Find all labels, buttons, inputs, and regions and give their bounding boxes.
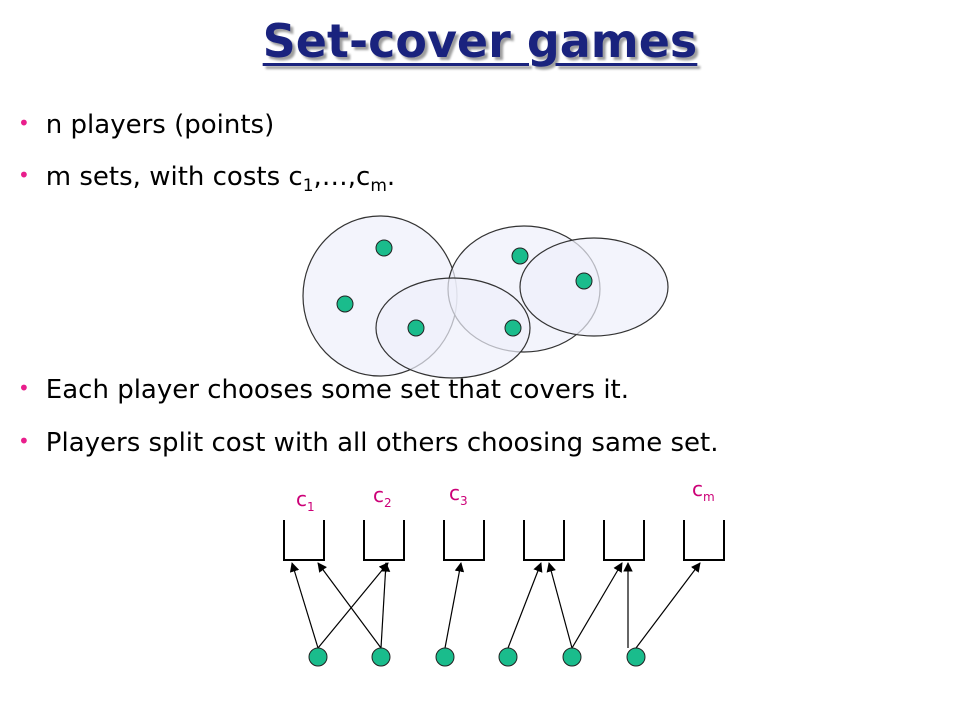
bullet-split-cost-text: Players split cost with all others choos… (45, 428, 719, 458)
subscript-m: m (370, 176, 387, 197)
bullet-dot: • (18, 429, 30, 453)
bullet-dot: • (18, 163, 30, 187)
bullet-sets-text: m sets, with costs c (45, 162, 303, 192)
set-ellipse-bottom (375, 277, 531, 379)
player-node (498, 647, 518, 667)
set-bins (283, 520, 725, 561)
set-bin (443, 520, 485, 561)
player-point (504, 319, 522, 337)
player-point (336, 295, 354, 313)
bullet-choose-set-text: Each player chooses some set that covers… (45, 375, 630, 405)
set-bin (283, 520, 325, 561)
choice-arrow (444, 562, 465, 649)
choice-arrow (635, 562, 701, 649)
bullet-sets-end: . (386, 162, 396, 192)
bullet-dot: • (18, 376, 30, 400)
choice-arrow (380, 562, 391, 649)
set-ellipse-right (519, 237, 669, 337)
player-node (371, 647, 391, 667)
cost-label-c2: c2 (373, 483, 392, 510)
cost-label-cm: cm (692, 477, 715, 504)
bullet-sets: • m sets, with costs c1,…,cm. (18, 162, 395, 196)
venn-points (336, 239, 593, 337)
player-point (511, 247, 529, 265)
set-bin (683, 520, 725, 561)
choice-arrow (289, 562, 319, 649)
bullet-players: • n players (points) (18, 110, 274, 140)
cost-label-c3: c3 (449, 481, 468, 508)
choice-arrows (289, 562, 701, 649)
bullet-dot: • (18, 111, 30, 135)
choice-arrow (546, 562, 573, 649)
choice-arrow (317, 562, 382, 649)
player-node (308, 647, 328, 667)
player-point (375, 239, 393, 257)
player-nodes (308, 647, 646, 667)
set-bin (523, 520, 565, 561)
player-point (407, 319, 425, 337)
player-point (575, 272, 593, 290)
choice-arrow (507, 562, 543, 649)
set-cover-venn (302, 215, 669, 379)
cost-label-c1: c1 (296, 487, 315, 514)
bullet-split-cost: • Players split cost with all others choo… (18, 428, 719, 458)
subscript-1: 1 (302, 176, 314, 197)
set-bin (603, 520, 645, 561)
bullet-sets-mid: ,…,c (313, 162, 371, 192)
player-node (626, 647, 646, 667)
bullet-players-text: n players (points) (45, 110, 275, 140)
choice-arrow (317, 562, 389, 649)
player-node (435, 647, 455, 667)
slide-title: Set-cover games (262, 14, 698, 68)
bullet-choose-set: • Each player chooses some set that cover… (18, 375, 629, 405)
set-bin (363, 520, 405, 561)
choice-arrow (571, 562, 623, 649)
player-node (562, 647, 582, 667)
